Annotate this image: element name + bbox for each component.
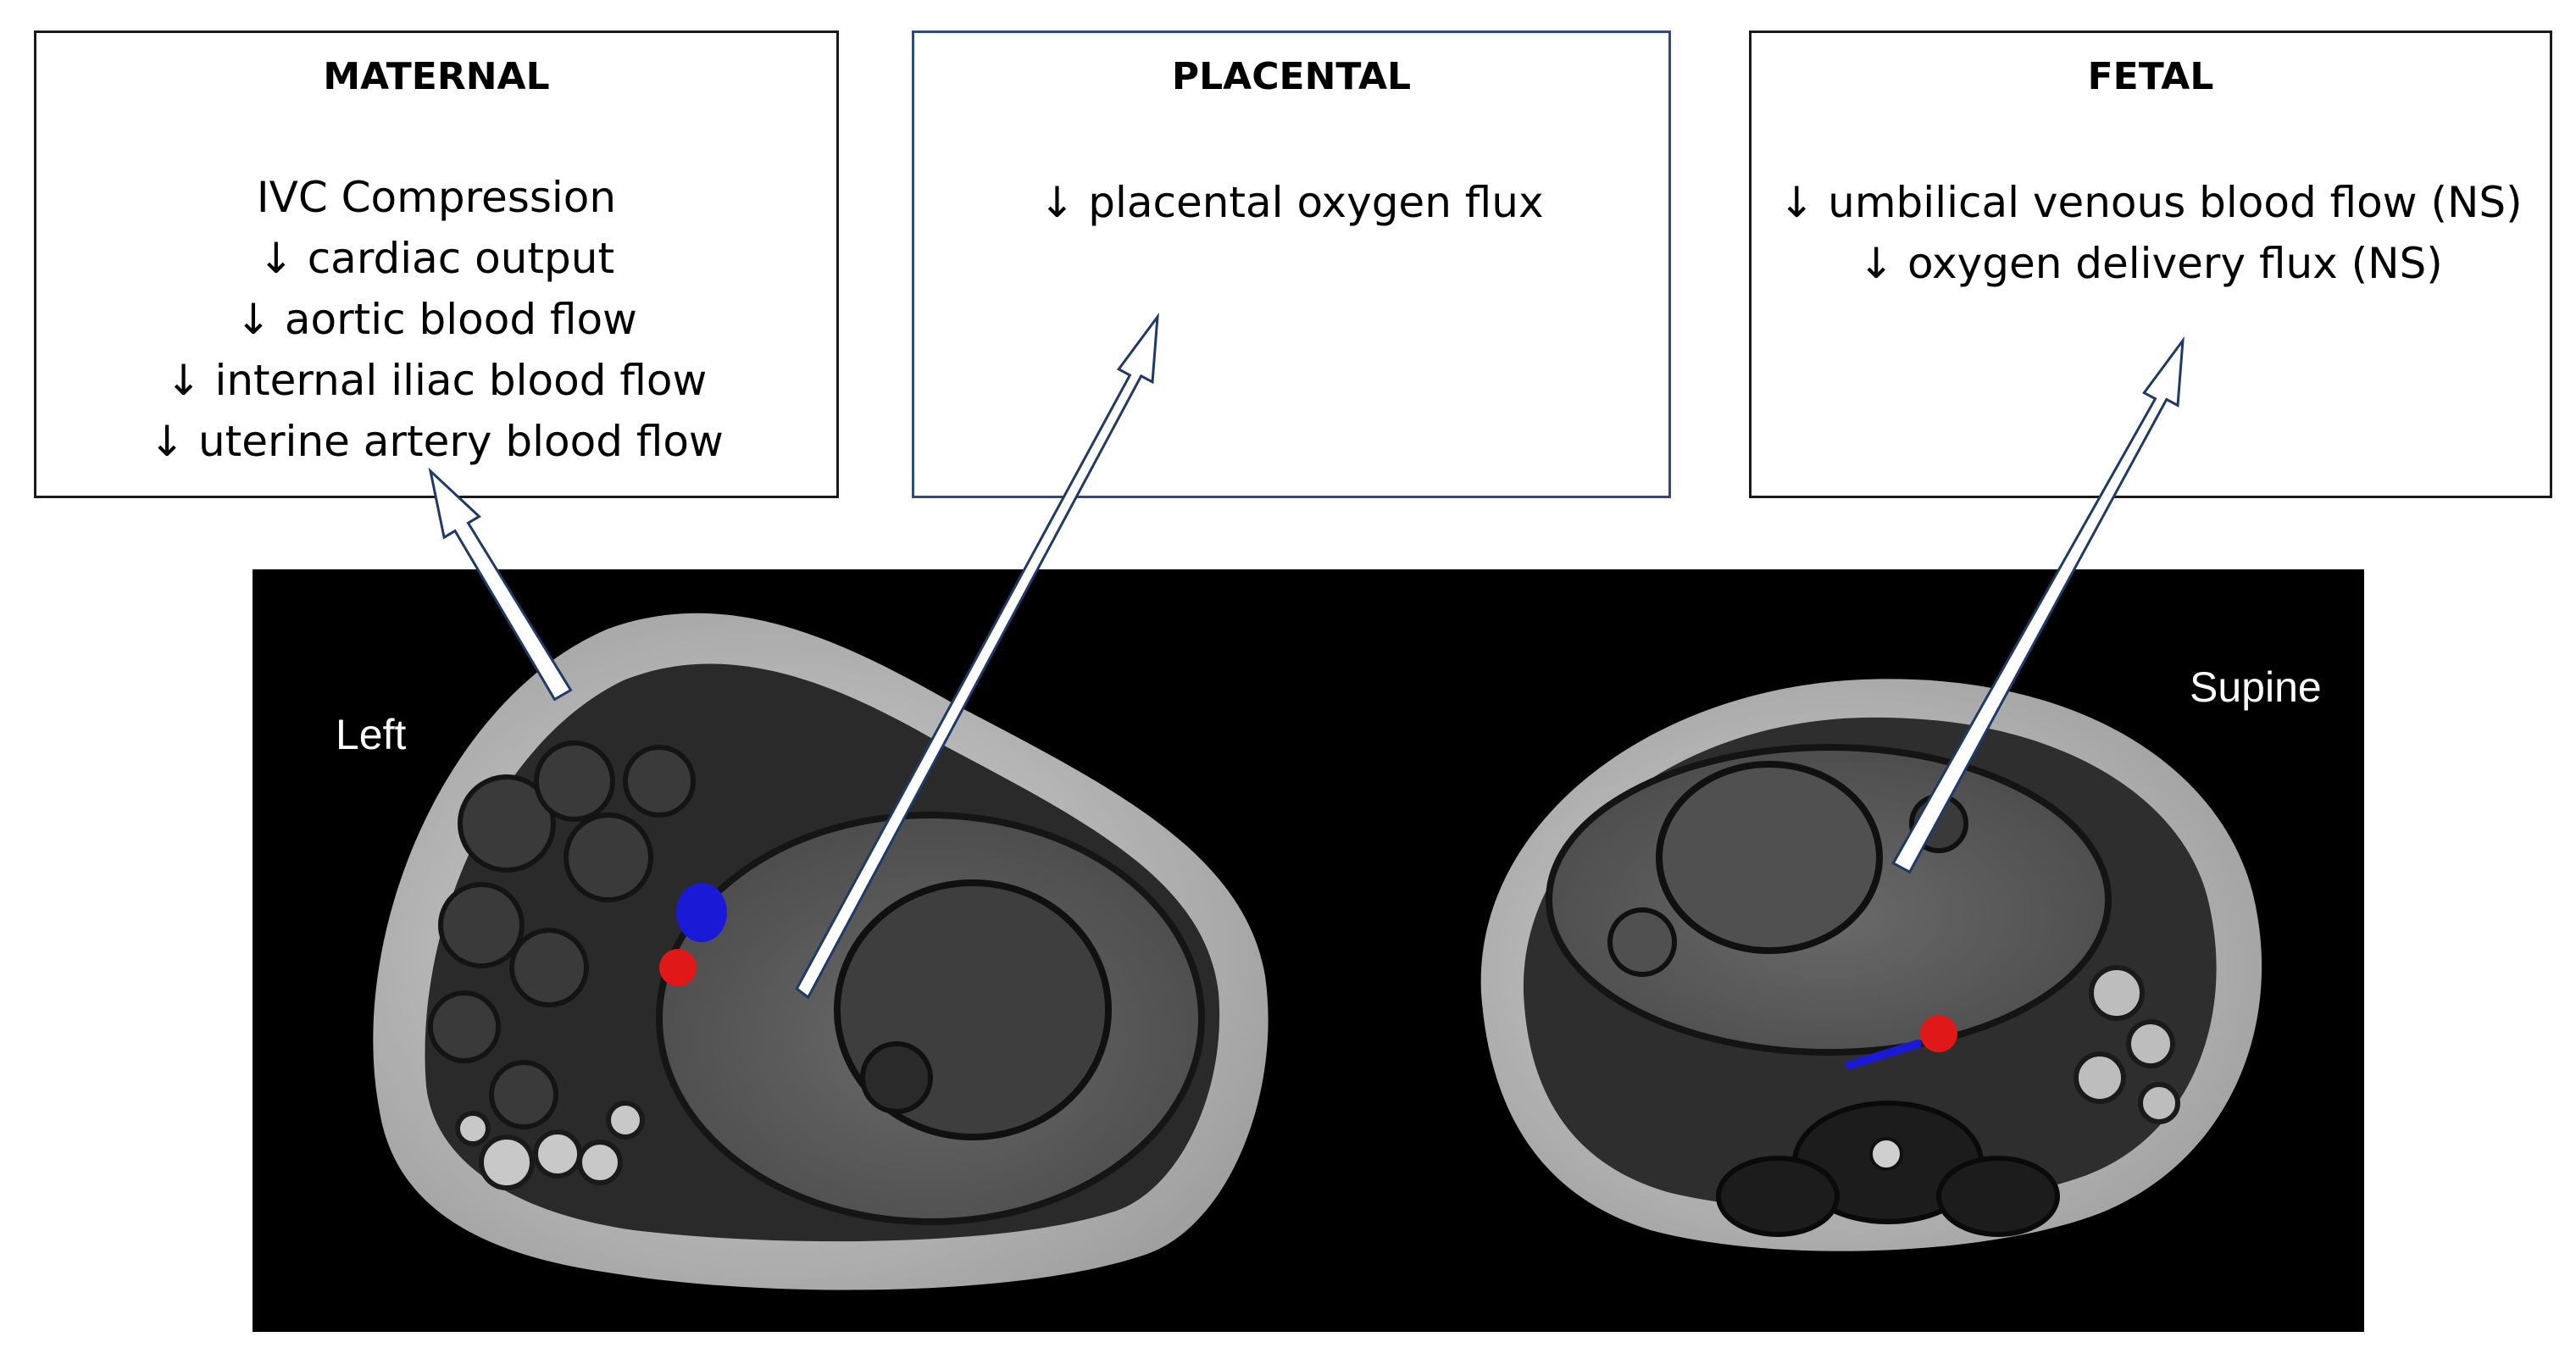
fetal-title: FETAL	[2087, 55, 2214, 98]
fetal-effect-oxygen-delivery: ↓ oxygen delivery flux (NS)	[1858, 239, 2443, 288]
left-ivc-marker	[676, 883, 727, 942]
fetal-effects-list: ↓ umbilical venous blood flow (NS) ↓ oxy…	[1752, 172, 2550, 294]
maternal-effect-uterine-artery-flow: ↓ uterine artery blood flow	[149, 417, 724, 466]
maternal-effect-ivc-compression: IVC Compression	[256, 173, 617, 222]
supine-fetal-head	[1656, 761, 1883, 954]
mri-images	[373, 613, 2262, 1290]
mri-left-lateral-slice	[373, 613, 1269, 1290]
maternal-effects-list: IVC Compression ↓ cardiac output ↓ aorti…	[36, 167, 836, 472]
placental-box: PLACENTAL ↓ placental oxygen flux	[912, 31, 1671, 498]
placental-effect-oxygen-flux: ↓ placental oxygen flux	[1039, 178, 1544, 227]
supine-bowel-loops	[2074, 965, 2180, 1124]
maternal-box: MATERNAL IVC Compression ↓ cardiac outpu…	[34, 31, 839, 498]
left-aorta-marker	[659, 949, 697, 986]
maternal-effect-aortic-flow: ↓ aortic blood flow	[236, 295, 637, 344]
placental-effects-list: ↓ placental oxygen flux	[914, 172, 1668, 233]
mri-panel: Left Supine	[253, 569, 2364, 1332]
supine-ivc-marker	[1846, 1040, 1922, 1069]
maternal-effect-internal-iliac-flow: ↓ internal iliac blood flow	[165, 356, 708, 405]
maternal-effect-cardiac-output: ↓ cardiac output	[258, 234, 615, 283]
left-position-label: Left	[336, 711, 407, 758]
supine-aorta-marker	[1920, 1015, 1957, 1052]
supine-position-label: Supine	[2190, 663, 2322, 711]
left-bowel-loops	[428, 741, 696, 1129]
fetal-effect-umbilical-flow: ↓ umbilical venous blood flow (NS)	[1779, 178, 2523, 227]
left-fluid-loops	[455, 1101, 645, 1190]
placental-title: PLACENTAL	[1171, 55, 1412, 98]
fetal-box: FETAL ↓ umbilical venous blood flow (NS)…	[1749, 31, 2552, 498]
maternal-title: MATERNAL	[323, 55, 550, 98]
mri-supine-slice	[1480, 679, 2262, 1251]
